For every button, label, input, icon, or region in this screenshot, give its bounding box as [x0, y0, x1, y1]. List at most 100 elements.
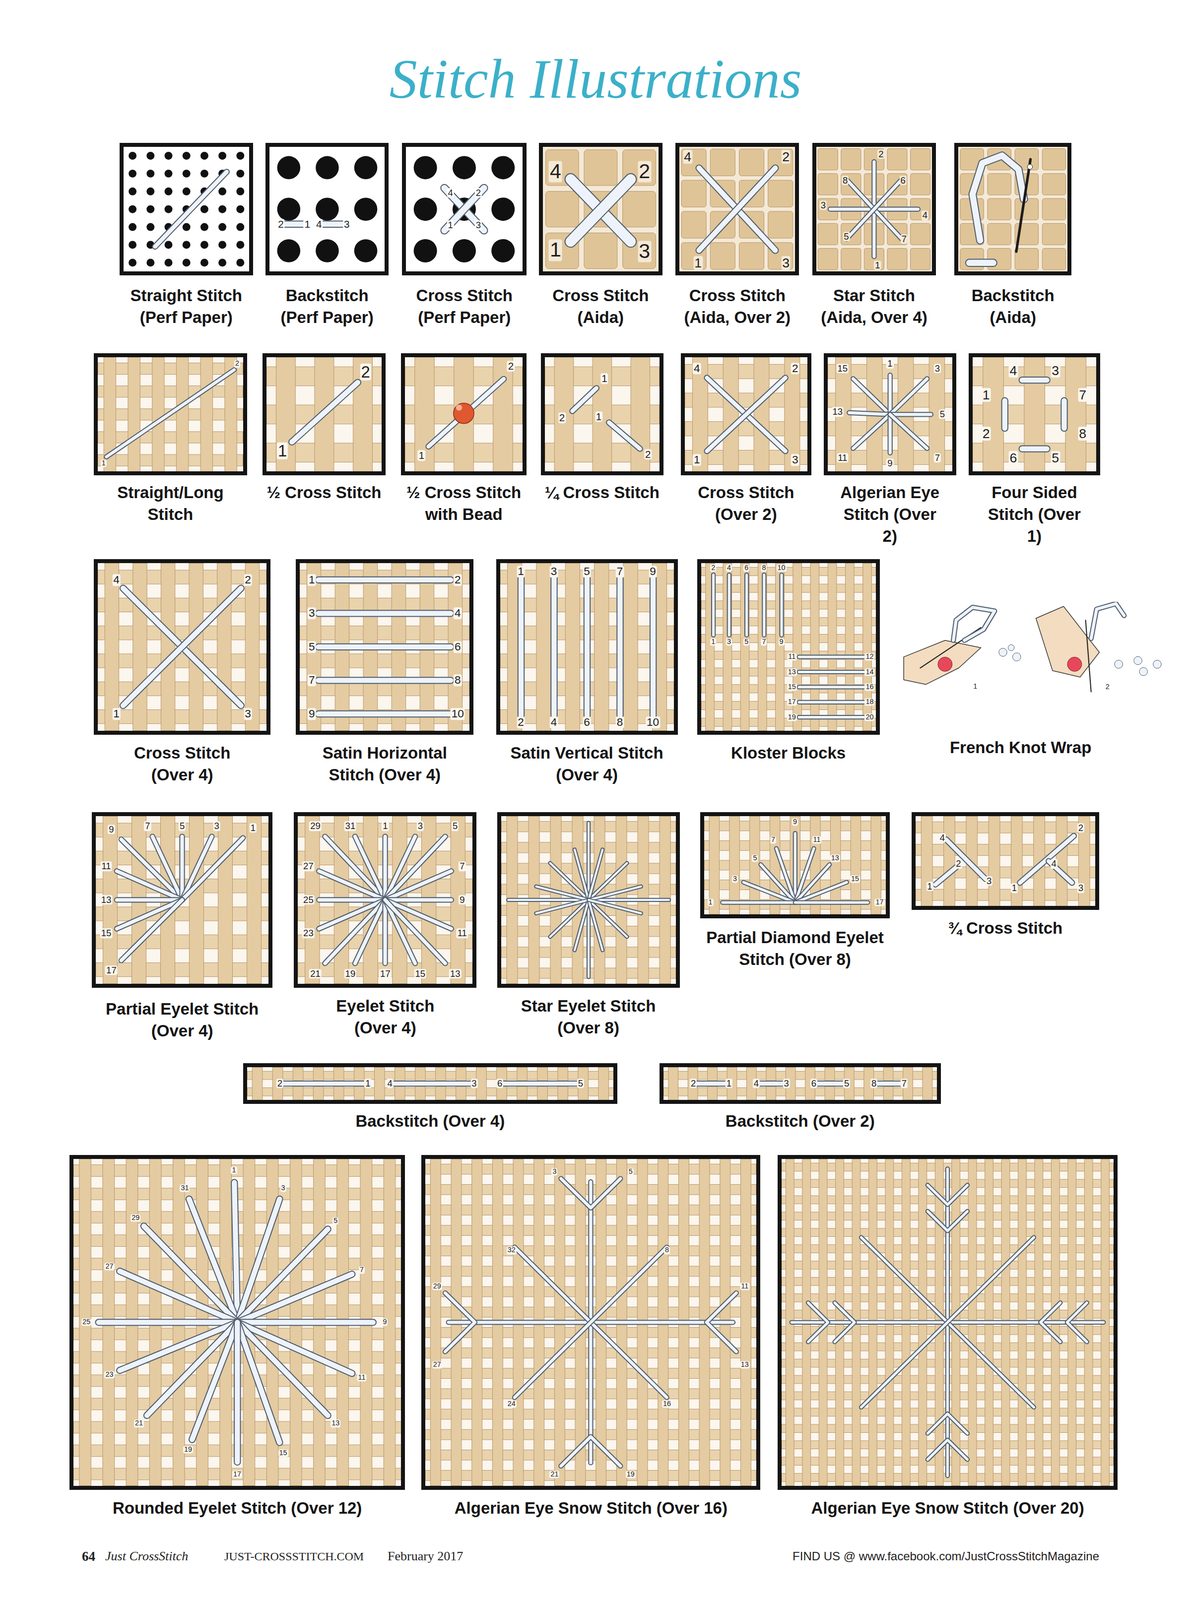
callout-number: 1 [873, 260, 881, 270]
fabric-cell [405, 146, 523, 272]
bead [1012, 653, 1021, 662]
callout-number: 1 [417, 450, 426, 462]
callout-number: 2 [453, 574, 463, 587]
stitch-thread [385, 900, 446, 964]
stitch-thread [846, 179, 903, 240]
callout-number: 4 [726, 564, 732, 573]
callout-number: 9 [458, 895, 466, 905]
stitch-thread [237, 1274, 352, 1323]
stitch-illustration [915, 816, 1096, 907]
fabric-cell [710, 242, 736, 270]
stitch-outline [588, 886, 642, 901]
stitch-thread [385, 898, 452, 902]
callout-number: 1 [303, 218, 312, 230]
fabric-cell [425, 1159, 757, 1487]
callout-number: 9 [307, 708, 317, 721]
fabric-cell [705, 563, 715, 731]
callout-number: 6 [496, 1078, 504, 1089]
perforation [200, 258, 209, 267]
callout-number: 2 [474, 188, 482, 198]
fabric-cell [275, 357, 296, 472]
needle [1016, 159, 1031, 252]
stitch-tile: 9711513315117Partial Diamond Eyelet Stit… [700, 812, 891, 919]
callout-number: 6 [1008, 451, 1019, 465]
callout-number: 29 [432, 1282, 443, 1291]
callout-number: 13 [739, 1361, 750, 1369]
fabric-cell [663, 1071, 938, 1080]
callout-number: 13 [100, 895, 113, 905]
stitch-thread [706, 377, 786, 452]
stitch-thread [561, 1178, 621, 1208]
stitch-thread [853, 414, 890, 449]
callout-number: 11 [787, 653, 797, 662]
fabric-cell [915, 821, 1096, 834]
fabric-cell [1042, 198, 1066, 220]
fabric-cell [501, 816, 676, 985]
stitch-illustration [663, 1067, 938, 1101]
stitch-illustration [297, 816, 473, 985]
callout-number: 1 [981, 388, 992, 402]
bead [453, 402, 474, 424]
stitch-thread [650, 578, 656, 716]
callout-number: 1 [926, 881, 933, 892]
stitch-thread [927, 1414, 968, 1434]
fabric-cell [245, 563, 260, 731]
stitch-thread [508, 899, 589, 902]
stitch-tile: 4213Cross Stitch (Over 4) [93, 559, 271, 735]
stitch-outline [123, 588, 242, 706]
stitch-thread [279, 1081, 368, 1086]
stitch-thread [383, 836, 388, 901]
stitch-illustration [816, 146, 932, 272]
perforation [452, 155, 476, 180]
stitch-tile: 12French Knot Wrap [898, 601, 1174, 694]
callout-number: 10 [776, 564, 787, 573]
fabric-cell [841, 148, 861, 170]
stitch-thread [706, 1293, 737, 1352]
stitch-outline [444, 188, 485, 231]
stitch-outline [318, 643, 452, 651]
stitch-thread [518, 578, 524, 716]
stitch-thread [588, 899, 669, 902]
stitch-thread [745, 575, 748, 636]
callout-number: 5 [627, 1168, 634, 1177]
stitch-thread [325, 900, 386, 964]
perforation [276, 239, 301, 263]
stitch-outline [1066, 1303, 1087, 1343]
stitch-illustration [500, 563, 674, 731]
stitch-outline [572, 388, 596, 411]
callout-number: 19 [787, 713, 797, 722]
callout-number: 6 [453, 641, 463, 654]
stitch-tile: 21½ Cross Stitch [262, 353, 387, 476]
fabric-cell [910, 248, 931, 270]
stitch-outline [808, 1303, 829, 1343]
fabric-cell [97, 654, 267, 668]
stitch-outline [743, 882, 795, 903]
fabric-cell [739, 148, 765, 176]
stitch-thread [182, 838, 244, 901]
stitch-illustration [95, 816, 269, 985]
stitch-thread [588, 886, 642, 901]
stitch-tile: 2143Backstitch (Perf Paper) [265, 142, 390, 276]
fabric-cell [739, 242, 765, 270]
stitch-tile: Algerian Eye Snow Stitch (Over 20) [777, 1155, 1118, 1491]
callout-number: 2 [234, 360, 241, 368]
callout-number: 3 [474, 220, 482, 231]
fabric-cell [95, 907, 269, 922]
fabric-cell [679, 146, 795, 272]
stitch-outline [143, 1226, 238, 1323]
stitch-illustration [781, 1159, 1114, 1487]
fabric-cell [73, 1159, 402, 1487]
perforation [164, 205, 173, 214]
stitch-illustration [425, 1159, 757, 1487]
callout-number: 4 [453, 607, 463, 620]
fabric-cell [299, 710, 470, 725]
stitch-illustration [73, 1159, 402, 1487]
stitch-thread [192, 1322, 238, 1440]
perforation [353, 155, 378, 180]
callout-number: 1 [1010, 883, 1018, 893]
fabric-cell [987, 173, 1011, 196]
stitch-outline [517, 578, 525, 716]
fabric-cell [1024, 357, 1046, 472]
fabric-cell [97, 362, 243, 375]
